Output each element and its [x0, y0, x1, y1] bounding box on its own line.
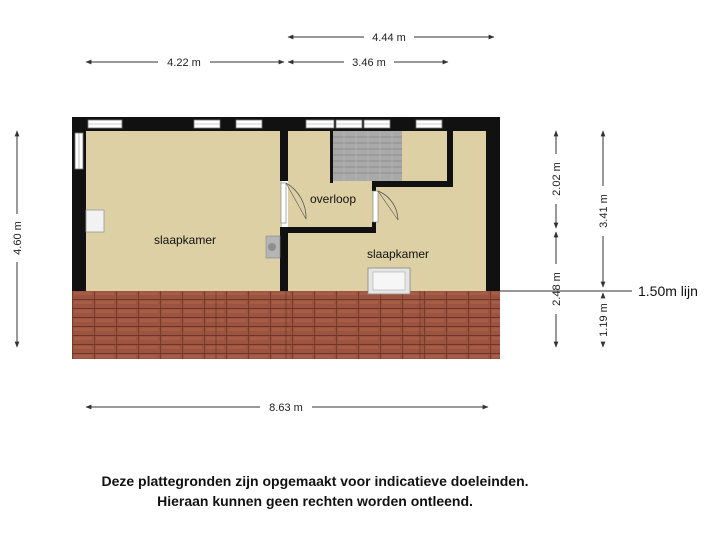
disclaimer-line-2: Hieraan kunnen geen rechten worden ontle…: [157, 493, 473, 509]
dimension-right-upper: 2.02 m: [551, 130, 563, 229]
skylight-icon: [367, 267, 411, 295]
height-line-label: 1.50m lijn: [638, 283, 698, 299]
dimension-right-outer-upper: 3.41 m: [598, 130, 610, 288]
dimension-top-left: 4.22 m: [85, 57, 285, 69]
floor-left: [86, 131, 282, 291]
dimension-right-lower: 2.48 m: [551, 231, 563, 348]
door-right: [372, 190, 399, 223]
window-mullions: [78, 123, 442, 169]
svg-text:4.60 m: 4.60 m: [12, 221, 24, 255]
wall-fixture: [85, 209, 105, 233]
svg-text:8.63 m: 8.63 m: [269, 402, 303, 414]
roof-seams: [215, 291, 421, 359]
dimension-top-right: 3.46 m: [287, 57, 449, 69]
dimension-top-total: 4.44 m: [287, 32, 495, 44]
svg-text:4.44 m: 4.44 m: [372, 32, 406, 44]
room-label-overloop: overloop: [310, 192, 356, 206]
dimension-bottom: 8.63 m: [85, 402, 489, 414]
stairs: [332, 131, 402, 181]
room-label-slaapkamer-left: slaapkamer: [154, 233, 216, 247]
svg-text:3.41 m: 3.41 m: [598, 194, 610, 228]
height-line-150: 1.50m lijn: [500, 283, 698, 299]
room-label-slaapkamer-right: slaapkamer: [367, 247, 429, 261]
sink-icon: [265, 235, 281, 259]
svg-text:3.46 m: 3.46 m: [352, 57, 386, 69]
svg-text:2.02 m: 2.02 m: [551, 162, 563, 196]
disclaimer-line-1: Deze plattegronden zijn opgemaakt voor i…: [101, 473, 529, 489]
svg-text:2.48 m: 2.48 m: [551, 272, 563, 306]
svg-text:1.19 m: 1.19 m: [598, 303, 610, 337]
dimension-left: 4.60 m: [12, 130, 24, 348]
walls: [72, 117, 500, 291]
door-left: [280, 182, 307, 224]
svg-text:4.22 m: 4.22 m: [167, 57, 201, 69]
dimension-right-outer-lower: 1.19 m: [598, 292, 610, 348]
